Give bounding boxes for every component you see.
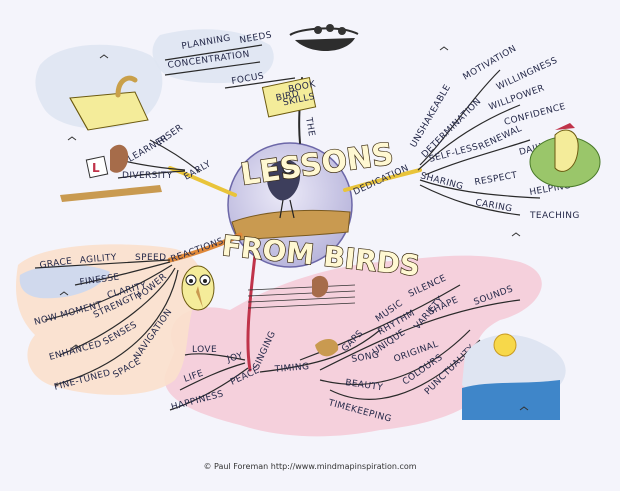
label-sharing: SHARING	[419, 171, 464, 192]
label-respect: RESPECT	[474, 171, 519, 188]
branch-dedication: DEDICATION UNSHAKEABLE MOTIVATION DETERM…	[352, 44, 601, 221]
music-staff-icon	[247, 275, 356, 309]
pink-zone	[164, 255, 542, 437]
label-caring: CARING	[474, 198, 513, 214]
flying-bird-icon	[71, 344, 81, 349]
central-globe	[227, 142, 353, 268]
sea-icon	[462, 380, 560, 420]
falling-bird-icon	[315, 338, 339, 357]
blue-zone-top	[152, 29, 274, 84]
flying-bird-icon	[439, 46, 449, 51]
woodpecker-icon	[529, 123, 601, 188]
label-renewal: RENEWAL	[477, 124, 524, 153]
label-diversity: DIVERSITY	[122, 171, 173, 181]
label-joy: JOY	[225, 351, 244, 365]
label-teaching: TEACHING	[529, 211, 580, 221]
robin-ground-icon	[110, 144, 129, 173]
branch-early-line	[168, 166, 237, 197]
label-willingness: WILLINGNESS	[495, 56, 559, 93]
sea-sun-icon	[462, 333, 566, 420]
flying-bird-icon	[67, 136, 77, 141]
branch-the: PLANNING NEEDS CONCENTRATION FOCUS THE B…	[164, 24, 359, 138]
label-confidence: CONFIDENCE	[503, 102, 567, 128]
label-learner: LEARNER	[127, 134, 171, 165]
robin-staff-icon	[312, 275, 329, 298]
svg-text:L: L	[92, 161, 100, 175]
flying-bird-icon	[519, 406, 529, 411]
label-song: SONG	[351, 350, 380, 365]
flying-birds	[59, 46, 529, 411]
owl-icon	[181, 265, 215, 311]
branch-dedication-line	[343, 168, 422, 192]
label-agility: AGILITY	[79, 253, 117, 266]
label-speed: SPEED	[135, 253, 166, 263]
learner-plate-icon: L	[85, 155, 109, 179]
label-timing: TIMING	[273, 362, 309, 375]
flying-bird-icon	[59, 291, 69, 296]
sun-icon	[493, 333, 517, 357]
svg-text:BIRD: BIRD	[275, 89, 300, 104]
nest-icon	[289, 24, 359, 52]
flying-bird-icon	[511, 232, 521, 237]
flying-bird-icon	[99, 54, 109, 59]
blue-zone-left	[19, 264, 110, 299]
book-icon	[69, 91, 149, 131]
label-the: THE	[303, 116, 316, 138]
worm-icon	[115, 75, 138, 98]
branch-early: EARLY RISER LEARNER DIVERSITY L	[60, 75, 213, 202]
label-grace: GRACE	[39, 256, 73, 270]
credit-text: © Paul Foreman http://www.mindmapinspira…	[203, 462, 417, 471]
branch-singing-line	[246, 253, 257, 372]
label-love: LOVE	[192, 345, 217, 355]
branch-reactions-line	[167, 232, 243, 263]
bird-book-icon: BIRD BOOK SKILLS	[261, 76, 317, 118]
